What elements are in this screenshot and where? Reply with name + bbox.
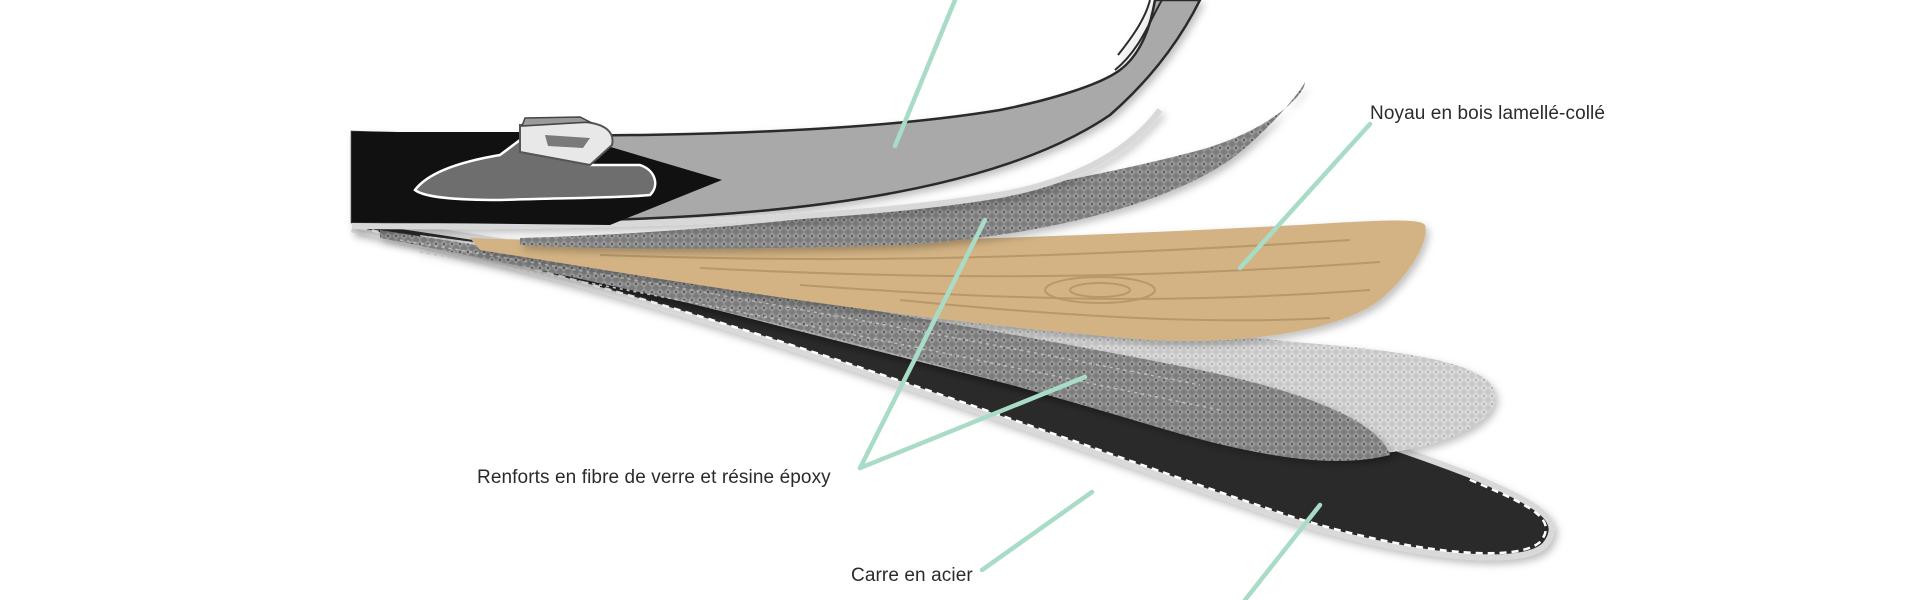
leader-line-base [1242,502,1323,600]
label-fiberglass: Renforts en fibre de verre et résine épo… [477,467,831,488]
fiberglass-dark-layer [380,230,1390,461]
fiberglass-upper-layer [520,82,1305,249]
ski-binding [413,116,657,202]
leader-line-core [1237,121,1373,271]
leader-line-fiberglass-a [857,217,988,471]
leader-line-fiberglass-b [857,374,1088,471]
leader-line-edge [979,489,1095,573]
label-steel-edge: Carre en acier [851,565,973,586]
leader-lines [857,0,1373,600]
label-wood-core: Noyau en bois lamellé-collé [1370,103,1606,124]
wood-core-layer [470,220,1426,341]
leader-line-topsheet [892,0,958,149]
